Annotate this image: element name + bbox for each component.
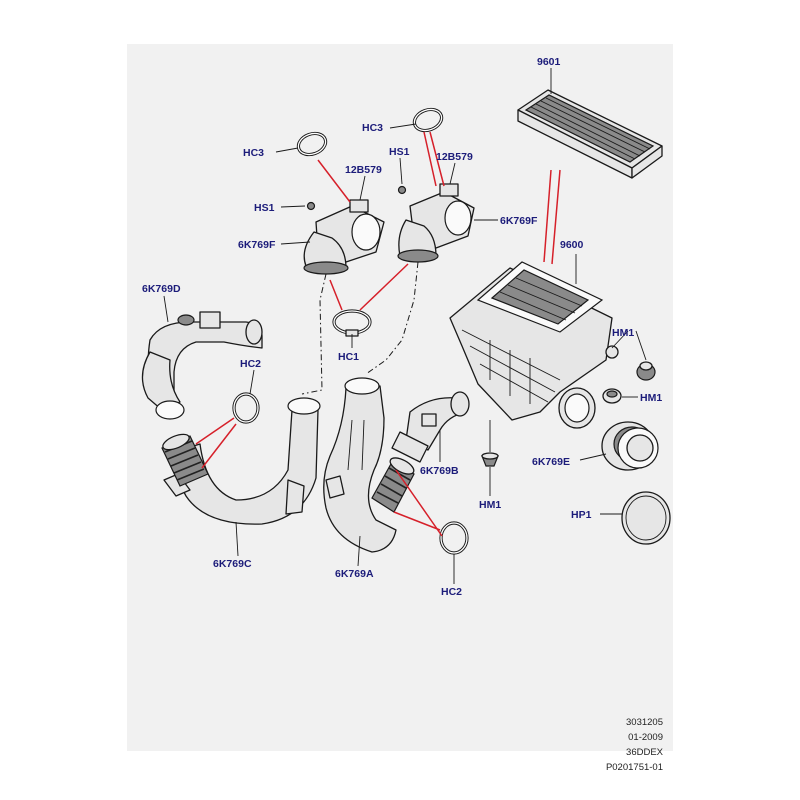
mount-hm1-upper: [636, 361, 656, 381]
hose-clamp-hc2-upper: [232, 392, 260, 424]
callout-6k769f-left: 6K769F: [238, 239, 276, 251]
screw-hs1-left: [306, 201, 316, 211]
callout-hc2-upper: HC2: [240, 358, 261, 370]
air-cleaner-housing: [449, 261, 619, 429]
intake-duct-6k769c: [163, 397, 321, 525]
callout-6k769d: 6K769D: [142, 283, 181, 295]
mount-hm1-middle: [602, 388, 622, 404]
maf-sensor-right: [397, 183, 475, 263]
callout-hm1-lower: HM1: [479, 499, 501, 511]
callout-hs1-right: HS1: [389, 146, 410, 158]
callout-12b579-right: 12B579: [436, 151, 473, 163]
plug-hp1: [621, 491, 671, 545]
callout-hc3-left: HC3: [243, 147, 264, 159]
assembly-lines: [301, 261, 419, 395]
stamp-date: 01-2009: [628, 732, 663, 743]
stamp-reference: P0201751-01: [606, 762, 663, 773]
leader-lines-red: [195, 131, 561, 537]
air-filter-element: [517, 89, 663, 179]
flex-hose-6k769c: [161, 433, 209, 487]
callout-12b579-left: 12B579: [345, 164, 382, 176]
intake-elbow-6k769b: [391, 391, 470, 463]
callout-hm1-upper: HM1: [612, 327, 634, 339]
leader-lines: [163, 68, 647, 584]
mount-hm1-lower: [481, 452, 499, 467]
callout-hm1-right: HM1: [640, 392, 662, 404]
intake-duct-6k769a: [323, 377, 397, 553]
drawing-reference-stamp: 3031205 01-2009 36DDEX P0201751-01: [606, 717, 664, 773]
hose-clamp-hc3-right: [412, 107, 444, 133]
callout-labels: 9601 HC3 HC3 HS1 HS1 12B579 12B579 6K769…: [142, 56, 662, 598]
callout-9601: 9601: [537, 56, 561, 68]
callout-6k769c: 6K769C: [213, 558, 252, 570]
callout-6k769f-right: 6K769F: [500, 215, 538, 227]
callout-6k769a: 6K769A: [335, 568, 374, 580]
stamp-model-code: 36DDEX: [626, 747, 664, 758]
hose-clamp-hc3-left: [296, 131, 328, 157]
intake-duct-6k769d: [141, 311, 263, 420]
intake-adapter-6k769e: [601, 421, 659, 471]
maf-sensor-left: [303, 199, 385, 275]
callout-6k769e: 6K769E: [532, 456, 570, 468]
callout-hp1: HP1: [571, 509, 592, 521]
stamp-drawing-number: 3031205: [626, 717, 663, 728]
flex-hose-6k769a: [371, 457, 415, 513]
callout-hc1: HC1: [338, 351, 359, 363]
screw-hs1-right: [397, 185, 407, 195]
hose-clamp-hc2-lower: [439, 521, 469, 555]
callout-hc3-right: HC3: [362, 122, 383, 134]
callout-9600: 9600: [560, 239, 584, 251]
callout-6k769b: 6K769B: [420, 465, 459, 477]
callout-hs1-left: HS1: [254, 202, 275, 214]
callout-hc2-lower: HC2: [441, 586, 462, 598]
